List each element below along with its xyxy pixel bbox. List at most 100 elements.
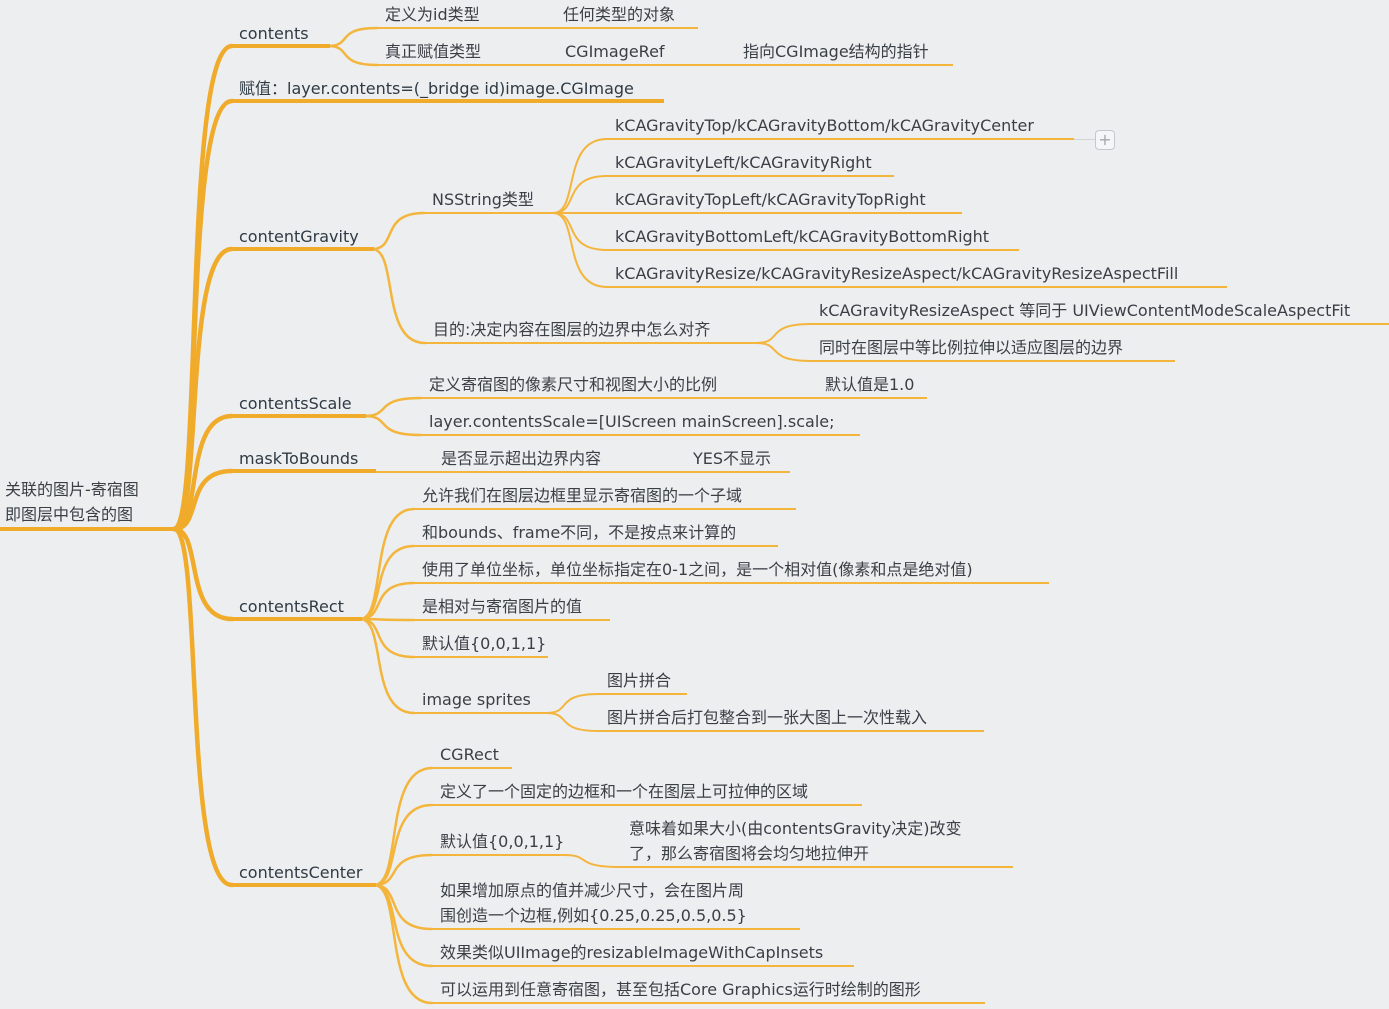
topic-assign-underline [230, 99, 664, 103]
connector-center-1 [372, 803, 434, 887]
gravity-value-2[interactable]: kCAGravityLeft/kCAGravityRight [615, 153, 872, 172]
gravity-nsstring[interactable]: NSString类型 [432, 190, 534, 209]
gravity-value-5[interactable]: kCAGravityResize/kCAGravityResizeAspect/… [615, 264, 1179, 283]
center-any[interactable]: 可以运用到任意寄宿图，甚至包括Core Graphics运行时绘制的图形 [440, 980, 921, 999]
scale-code-underline [419, 434, 860, 436]
connector-gravity-purpose [370, 247, 427, 345]
rect-item-2[interactable]: 和bounds、frame不同，不是按点来计算的 [422, 523, 737, 542]
topic-contents[interactable]: contents [239, 24, 309, 43]
topic-contents-rect-underline [230, 617, 362, 621]
gravity-value-1[interactable]: kCAGravityTop/kCAGravityBottom/kCAGravit… [615, 116, 1034, 135]
center-default-note[interactable]: 意味着如果大小(由contentsGravity决定)改变 了，那么寄宿图将会均… [629, 816, 962, 866]
connector-root-5 [171, 526, 235, 622]
sprites-item-1-underline [597, 693, 687, 695]
gravity-value-4[interactable]: kCAGravityBottomLeft/kCAGravityBottomRig… [615, 227, 990, 246]
gravity-purpose-item-2-underline [809, 360, 1175, 362]
contents-type-def[interactable]: 定义为id类型 [385, 5, 480, 24]
gravity-value-1-underline [605, 138, 1074, 140]
connector-nsstring-1 [552, 175, 608, 214]
rect-item-4-underline [412, 619, 610, 621]
gravity-value-4-underline [605, 249, 1019, 251]
connector-nsstring-0 [552, 138, 608, 214]
connector-rect-1 [358, 544, 416, 621]
topic-contents-scale[interactable]: contentsScale [239, 394, 352, 413]
rect-item-5[interactable]: 默认值{0,0,1,1} [422, 634, 547, 653]
connector-rect-0 [358, 507, 416, 621]
rect-item-3-underline [412, 582, 1049, 584]
root-underline [0, 527, 176, 531]
topic-contents-scale-underline [230, 414, 366, 418]
connector-center-4 [372, 883, 434, 968]
sprites-item-1[interactable]: 图片拼合 [607, 671, 672, 690]
rect-item-3[interactable]: 使用了单位坐标，单位坐标指定在0-1之间，是一个相对值(像素和点是绝对值) [422, 560, 973, 579]
connector-scale-b [362, 414, 423, 437]
connector-center-2 [372, 853, 434, 887]
center-default-note-line2: 了，那么寄宿图将会均匀地拉伸开 [629, 844, 870, 863]
connector-purpose-b [755, 342, 812, 362]
center-default-note-line1: 意味着如果大小(由contentsGravity决定)改变 [629, 819, 962, 838]
scale-definition[interactable]: 定义寄宿图的像素尺寸和视图大小的比例 [429, 375, 718, 394]
contents-real-type[interactable]: 真正赋值类型 [385, 42, 482, 61]
connector-scale-a [362, 396, 423, 418]
root-topic-line2: 即图层中包含的图 [5, 505, 134, 524]
center-increase[interactable]: 如果增加原点的值并减少尺寸，会在图片周 围创造一个边框,例如{0.25,0.25… [440, 878, 747, 928]
center-default-underline [430, 854, 566, 856]
center-cgrect[interactable]: CGRect [440, 745, 499, 764]
connector-root-4 [171, 468, 235, 532]
contents-real-type-note[interactable]: 指向CGImage结构的指针 [743, 42, 929, 61]
rect-item-1-underline [412, 508, 796, 510]
center-increase-line2: 围创造一个边框,例如{0.25,0.25,0.5,0.5} [440, 906, 747, 925]
connector-rect-5 [358, 617, 416, 715]
connector-rect-2 [358, 581, 416, 621]
mask-question[interactable]: 是否显示超出边界内容 [441, 449, 602, 468]
contents-type-def-detail[interactable]: 任何类型的对象 [563, 5, 676, 24]
topic-content-gravity[interactable]: contentGravity [239, 227, 359, 246]
root-topic[interactable]: 关联的图片-寄宿图 即图层中包含的图 [5, 477, 139, 527]
sprites-item-2[interactable]: 图片拼合后打包整合到一张大图上一次性载入 [607, 708, 928, 727]
gravity-purpose-item-2[interactable]: 同时在图层中等比例拉伸以适应图层的边界 [819, 338, 1124, 357]
gravity-purpose-item-1[interactable]: kCAGravityResizeAspect 等同于 UIViewContent… [819, 301, 1351, 320]
topic-contents-center[interactable]: contentsCenter [239, 863, 363, 882]
rect-item-1[interactable]: 允许我们在图层边框里显示寄宿图的一个子域 [422, 486, 743, 505]
gravity-purpose-item-1-underline [809, 323, 1389, 325]
root-topic-line1: 关联的图片-寄宿图 [5, 480, 139, 499]
scale-code[interactable]: layer.contentsScale=[UIScreen mainScreen… [429, 412, 835, 431]
topic-mask-to-bounds-underline [230, 469, 376, 473]
gravity-value-2-underline [605, 175, 894, 177]
center-default-note-underline [619, 866, 1013, 868]
rect-item-2-underline [412, 545, 778, 547]
connector-nsstring-3 [552, 212, 608, 251]
topic-assign[interactable]: 赋值：layer.contents=(_bridge id)image.CGIm… [239, 79, 634, 98]
mask-answer[interactable]: YES不显示 [693, 449, 772, 468]
connector-contents-a [326, 26, 379, 48]
contents-real-type-detail[interactable]: CGImageRef [565, 42, 665, 61]
rect-sprites[interactable]: image sprites [422, 690, 531, 709]
scale-default[interactable]: 默认值是1.0 [825, 375, 915, 394]
connector-contents-b [326, 44, 379, 67]
gravity-value-3[interactable]: kCAGravityTopLeft/kCAGravityTopRight [615, 190, 926, 209]
connector-sprites-b [545, 712, 600, 732]
gravity-nsstring-underline [422, 212, 555, 214]
expander-connector [1074, 139, 1095, 140]
contents-real-type-underline [375, 64, 953, 66]
center-definition-underline [430, 804, 862, 806]
center-similar-underline [430, 965, 854, 967]
connector-gravity-nsstring [370, 211, 426, 251]
gravity-purpose[interactable]: 目的:决定内容在图层的边界中怎么对齐 [433, 320, 711, 339]
center-definition[interactable]: 定义了一个固定的边框和一个在图层上可拉伸的区域 [440, 782, 809, 801]
center-similar[interactable]: 效果类似UIImage的resizableImageWithCapInsets [440, 943, 824, 962]
expand-plus-icon[interactable]: + [1095, 130, 1115, 150]
topic-mask-to-bounds[interactable]: maskToBounds [239, 449, 359, 468]
center-default[interactable]: 默认值{0,0,1,1} [440, 832, 565, 851]
mask-underline [376, 471, 790, 473]
connector-root-0 [171, 43, 235, 532]
connector-center-5 [372, 883, 434, 1005]
rect-item-5-underline [412, 656, 548, 658]
topic-contents-rect[interactable]: contentsRect [239, 597, 344, 616]
sprites-item-2-underline [597, 730, 984, 732]
connector-root-2 [171, 246, 235, 532]
connector-sprites-a [545, 693, 600, 714]
rect-item-4[interactable]: 是相对与寄宿图片的值 [422, 597, 583, 616]
